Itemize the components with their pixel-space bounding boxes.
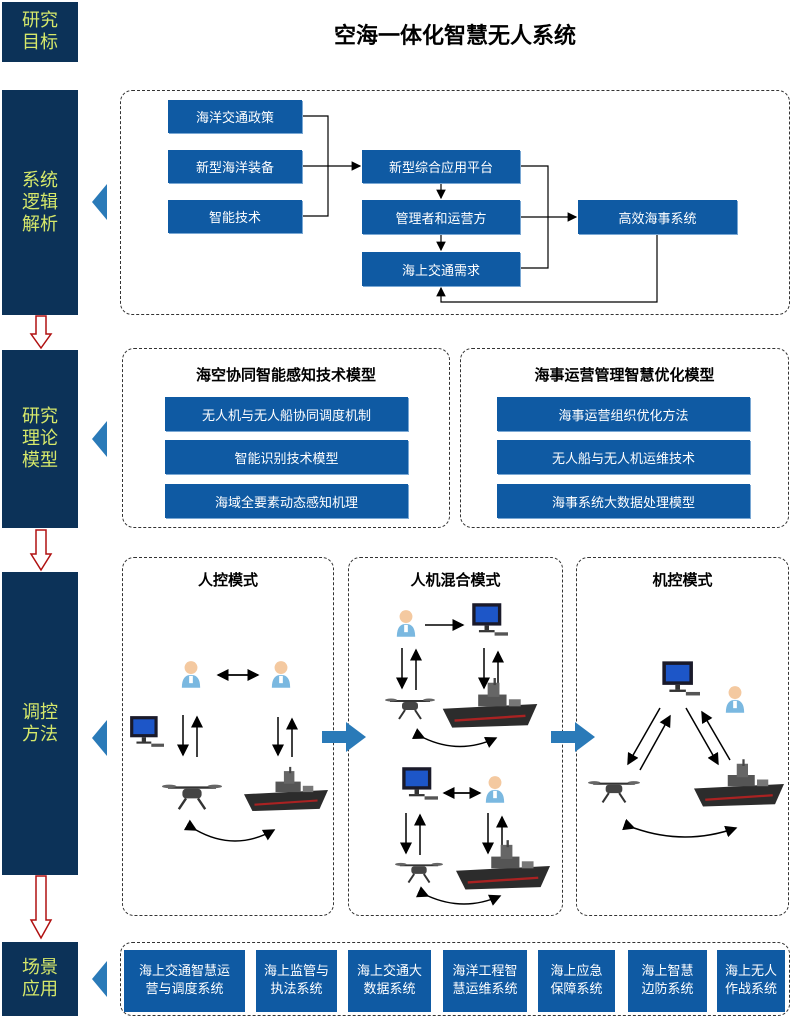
- person-icon: [271, 661, 291, 688]
- theory-item: 海事系统大数据处理模型: [497, 484, 750, 518]
- theory-item: 无人机与无人船协同调度机制: [165, 397, 408, 431]
- box-platform: 新型综合应用平台: [362, 150, 520, 183]
- down-arrow-icon: [29, 315, 53, 350]
- manual-mode-title: 人控模式: [197, 571, 258, 589]
- down-arrow-icon: [29, 875, 53, 940]
- pointer-triangle-icon: [92, 184, 107, 220]
- side-scene-application: 场景 应用: [2, 942, 78, 1016]
- flow-arrow-icon: [551, 722, 595, 752]
- person-icon: [725, 686, 745, 713]
- logic-panel: [120, 90, 790, 315]
- theory-item: 海域全要素动态感知机理: [165, 484, 408, 518]
- scene-item: 海上交通智慧运 营与调度系统: [124, 950, 245, 1012]
- theory-item: 无人船与无人机运维技术: [497, 440, 750, 474]
- logic-connectors: [302, 115, 658, 303]
- scene-item: 海上交通大 数据系统: [348, 950, 431, 1012]
- drone-icon: [162, 783, 222, 811]
- pointer-triangle-icon: [92, 421, 107, 457]
- monitor-icon: [130, 716, 164, 747]
- monitor-icon: [662, 661, 700, 696]
- box-maritime-policy: 海洋交通政策: [168, 100, 302, 133]
- box-maritime-system: 高效海事系统: [578, 200, 737, 234]
- scene-panel: [120, 942, 790, 1016]
- flow-arrow-icon: [322, 722, 366, 752]
- theory-item: 智能识别技术模型: [165, 440, 408, 474]
- pointer-triangle-icon: [92, 720, 107, 756]
- ship-icon: [244, 765, 328, 813]
- scene-item: 海洋工程智 慧运维系统: [443, 950, 527, 1012]
- scene-item: 海上监管与 执法系统: [256, 950, 337, 1012]
- scene-item: 海上应急 保障系统: [538, 950, 615, 1012]
- person-icon: [396, 610, 416, 637]
- machine-mode-title: 机控模式: [652, 571, 713, 589]
- box-traffic-demand: 海上交通需求: [362, 252, 520, 286]
- ship-icon: [694, 758, 784, 808]
- drone-icon: [385, 697, 435, 721]
- page-title: 空海一体化智慧无人系统: [333, 23, 576, 49]
- theory-left-title: 海空协同智能感知技术模型: [195, 366, 376, 384]
- box-smart-tech: 智能技术: [168, 200, 302, 233]
- monitor-icon: [402, 767, 438, 800]
- box-new-equipment: 新型海洋装备: [168, 150, 302, 183]
- side-logic-analysis: 系统 逻辑 解析: [2, 90, 78, 315]
- pointer-triangle-icon: [92, 961, 107, 997]
- control-diagram: [130, 603, 784, 906]
- theory-right-panel: [460, 348, 789, 528]
- hybrid-mode-title: 人机混合模式: [410, 571, 501, 589]
- scene-item: 海上无人 作战系统: [717, 950, 785, 1012]
- scene-item: 海上智慧 边防系统: [628, 950, 707, 1012]
- down-arrow-icon: [29, 529, 53, 572]
- theory-item: 海事运营组织优化方法: [497, 397, 750, 431]
- drone-icon: [588, 779, 640, 804]
- person-icon: [181, 661, 201, 688]
- side-control-method: 调控 方法: [2, 572, 78, 875]
- drone-icon: [395, 861, 443, 884]
- theory-right-title: 海事运营管理智慧优化模型: [534, 366, 715, 384]
- person-icon: [485, 776, 505, 803]
- side-theory-model: 研究 理论 模型: [2, 350, 78, 528]
- box-managers: 管理者和运营方: [362, 200, 520, 234]
- side-research-goal: 研究 目标: [2, 2, 78, 62]
- theory-left-panel: [122, 348, 450, 528]
- ship-icon: [442, 678, 538, 729]
- monitor-icon: [472, 603, 508, 636]
- ship-icon: [456, 840, 550, 891]
